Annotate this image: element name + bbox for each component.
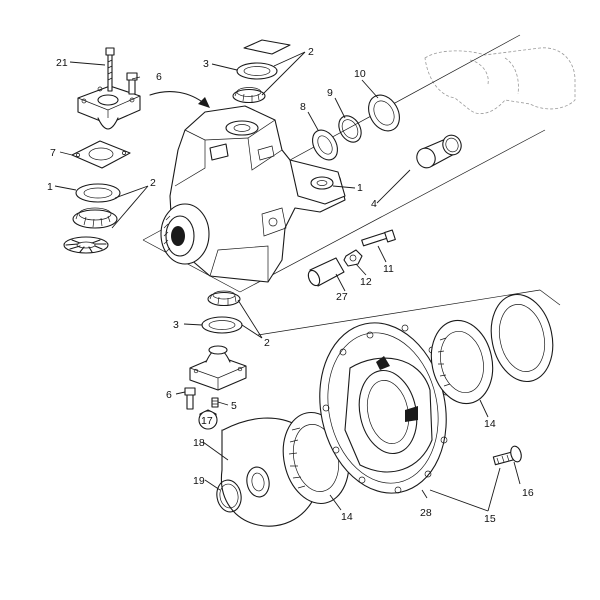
callout-19: 19	[193, 475, 205, 487]
callout-4: 4	[371, 198, 377, 210]
bolt-6-upper	[126, 72, 138, 95]
assembly-arrow	[149, 91, 210, 108]
callout-7: 7	[50, 147, 56, 159]
callout-labels: 21 6 3 2 10 9 8 7 1 2 1 4 11 12 27 3 2 6…	[47, 46, 534, 525]
leader-lines	[54, 51, 521, 512]
hub-seal-15	[490, 293, 554, 383]
upper-bearing-cone	[232, 87, 266, 104]
callout-16: 16	[522, 487, 534, 499]
snap-ring-9	[338, 115, 362, 143]
washer-18	[246, 466, 270, 498]
upper-roller-cage	[63, 236, 109, 254]
lower-bearing-cup-3	[201, 316, 243, 334]
callout-8: 8	[300, 101, 306, 113]
lower-bearing-cone	[207, 290, 241, 307]
axle-housing-ghost	[424, 47, 576, 114]
callout-18: 18	[193, 437, 205, 449]
seal-10	[368, 94, 400, 132]
pin-27	[307, 257, 345, 287]
top-shim-plate	[243, 39, 291, 55]
upper-race-1	[75, 183, 121, 203]
seal-8	[312, 129, 338, 161]
outer-hub-bearing-14	[430, 319, 494, 405]
wheel-hub-28	[319, 322, 450, 494]
callout-3-lower: 3	[173, 319, 179, 331]
callout-6-upper: 6	[156, 71, 162, 83]
callout-12: 12	[360, 276, 372, 288]
callout-14-upper: 14	[484, 418, 496, 430]
callout-27: 27	[336, 291, 348, 303]
grease-fitting-5	[211, 397, 219, 408]
bolt-11	[361, 229, 396, 247]
gasket-7	[71, 140, 131, 169]
shim-disc-18	[220, 417, 322, 527]
callout-14-lower: 14	[341, 511, 353, 523]
wheel-stud-16	[492, 445, 522, 466]
callout-9: 9	[327, 87, 333, 99]
upper-kingpin-cap	[77, 85, 141, 130]
steering-knuckle	[160, 105, 346, 283]
lower-kingpin-cap	[189, 345, 247, 391]
snap-ring-19	[216, 479, 242, 513]
callout-28: 28	[420, 507, 432, 519]
callout-17-circle	[198, 410, 218, 430]
callout-10: 10	[354, 68, 366, 80]
callout-1-right: 1	[357, 182, 363, 194]
nut-12	[343, 249, 363, 267]
callout-2-left: 2	[150, 177, 156, 189]
upper-cone-bearing	[72, 207, 118, 229]
callout-21: 21	[56, 57, 68, 69]
upper-bearing-cup-3	[236, 62, 278, 80]
bolt-6-lower	[184, 387, 196, 410]
bolt-21	[105, 47, 115, 92]
callout-11: 11	[383, 263, 394, 275]
callout-17: 17	[201, 415, 213, 427]
callout-5: 5	[231, 400, 237, 412]
callout-2-lower: 2	[264, 337, 270, 349]
callout-15: 15	[484, 513, 496, 525]
callout-1-left: 1	[47, 181, 53, 193]
callout-2-upper: 2	[308, 46, 314, 58]
callout-6-lower: 6	[166, 389, 172, 401]
sleeve-4	[416, 134, 462, 169]
callout-3-upper: 3	[203, 58, 209, 70]
